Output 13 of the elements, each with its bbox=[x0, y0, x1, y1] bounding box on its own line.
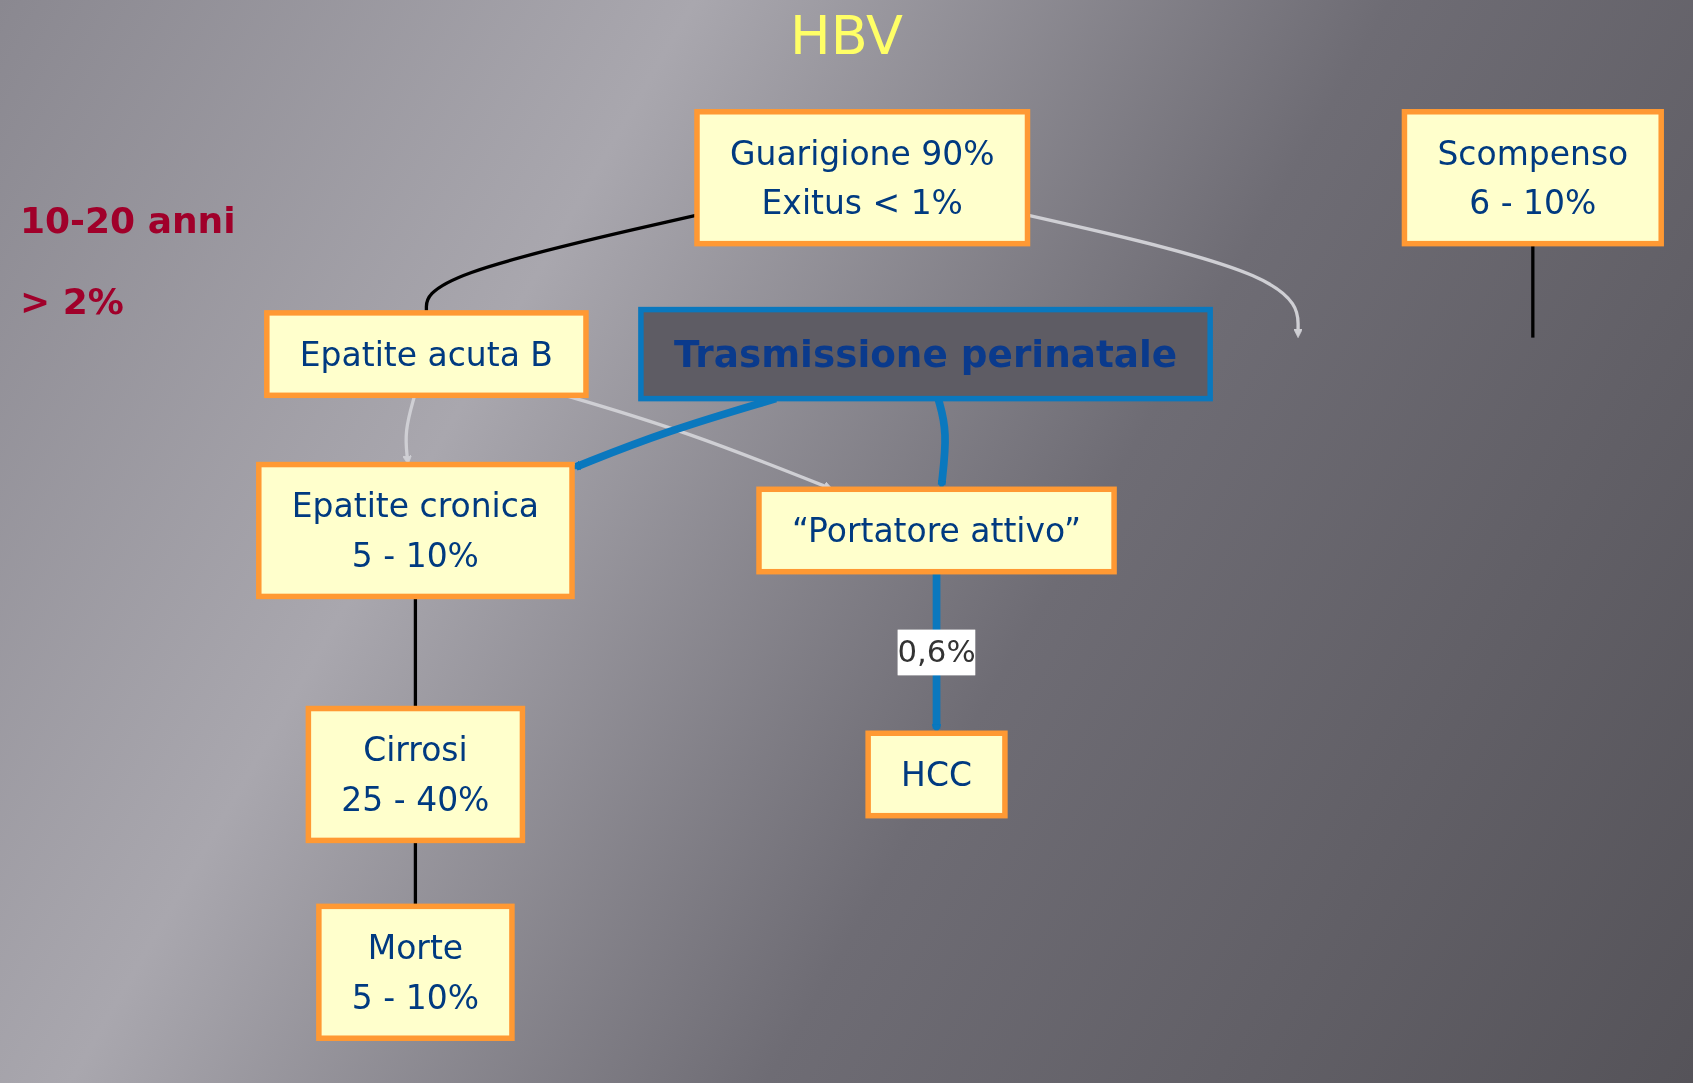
node-box: “Portatore attivo” bbox=[756, 486, 1117, 575]
node-box: Trasmissione perinatale bbox=[638, 306, 1213, 402]
node-box: Morte 5 - 10% bbox=[316, 903, 515, 1041]
node-box: Guarigione 90% Exitus < 1% bbox=[694, 109, 1031, 247]
node-box: Epatite acuta B bbox=[264, 310, 589, 399]
annotation-text: > 2% bbox=[20, 281, 125, 322]
node-box: Cirrosi 25 - 40% bbox=[305, 705, 526, 844]
annotation-text: 10-20 anni bbox=[20, 200, 237, 241]
title: HBV bbox=[789, 4, 904, 67]
node-box: Scompenso 6 - 10% bbox=[1401, 109, 1664, 247]
node-box: Epatite cronica 5 - 10% bbox=[256, 461, 575, 600]
node-box: HCC bbox=[865, 730, 1008, 819]
edge-label: 0,6% bbox=[897, 633, 976, 671]
